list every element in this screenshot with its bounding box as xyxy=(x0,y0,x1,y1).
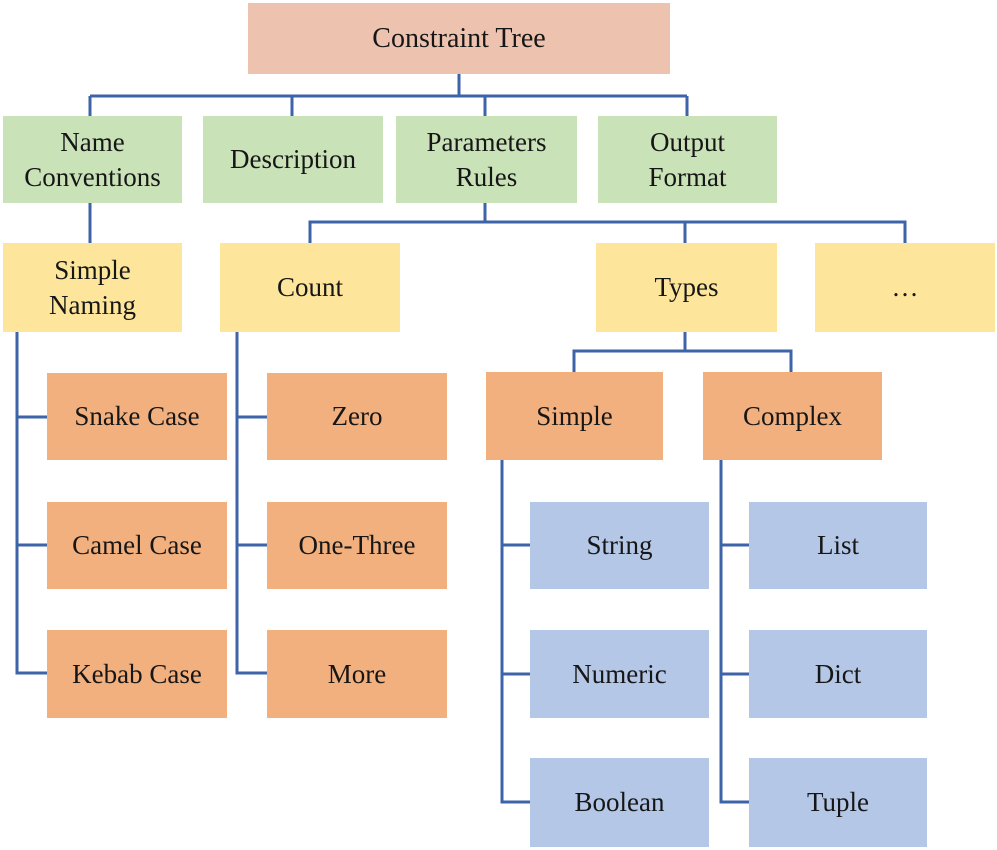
node-types-label: Types xyxy=(654,272,719,303)
node-ellipsis-label: … xyxy=(891,272,919,303)
node-camel-case-label: Camel Case xyxy=(72,530,202,561)
node-numeric: Numeric xyxy=(530,630,709,718)
node-one-three: One-Three xyxy=(267,502,447,589)
node-ellipsis: … xyxy=(815,243,995,332)
node-snake-case: Snake Case xyxy=(47,373,227,460)
connector-complex-column xyxy=(719,460,749,804)
node-more-label: More xyxy=(327,658,387,689)
connector-simple-column xyxy=(500,460,530,804)
node-count: Count xyxy=(220,243,400,332)
node-name-conventions: Name Conventions xyxy=(3,116,182,203)
node-simple-naming-label: Simple Naming xyxy=(49,254,136,320)
node-dict: Dict xyxy=(749,630,927,718)
node-boolean: Boolean xyxy=(530,758,709,847)
node-snake-case-label: Snake Case xyxy=(74,401,200,432)
node-kebab-case: Kebab Case xyxy=(47,630,227,718)
node-parameters-rules: Parameters Rules xyxy=(396,116,577,203)
node-complex-label: Complex xyxy=(743,400,842,431)
node-name-conventions-label: Name Conventions xyxy=(24,126,161,192)
node-complex: Complex xyxy=(703,372,882,460)
node-simple: Simple xyxy=(486,372,663,460)
node-string: String xyxy=(530,502,709,589)
node-simple-label: Simple xyxy=(536,400,613,431)
node-zero-label: Zero xyxy=(331,401,383,432)
node-constraint-tree: Constraint Tree xyxy=(248,3,670,74)
node-count-label: Count xyxy=(276,272,343,303)
connector-simple-naming-column xyxy=(15,332,47,675)
node-list-label: List xyxy=(816,530,859,561)
connector-parameters-bus xyxy=(308,220,907,243)
node-list: List xyxy=(749,502,927,589)
node-zero: Zero xyxy=(267,373,447,460)
node-one-three-label: One-Three xyxy=(298,530,416,561)
node-numeric-label: Numeric xyxy=(572,658,667,689)
node-types: Types xyxy=(596,243,777,332)
node-output-format: Output Format xyxy=(598,116,777,203)
node-description-label: Description xyxy=(230,144,356,175)
node-camel-case: Camel Case xyxy=(47,502,227,589)
node-boolean-label: Boolean xyxy=(574,787,665,818)
node-simple-naming: Simple Naming xyxy=(3,243,182,332)
connector-count-column xyxy=(235,332,267,675)
node-kebab-case-label: Kebab Case xyxy=(72,658,202,689)
node-output-format-label: Output Format xyxy=(648,126,727,192)
node-tuple: Tuple xyxy=(749,758,927,847)
node-dict-label: Dict xyxy=(814,658,862,689)
node-description: Description xyxy=(203,116,383,203)
node-constraint-tree-label: Constraint Tree xyxy=(372,22,546,54)
node-more: More xyxy=(267,630,447,718)
node-string-label: String xyxy=(586,530,653,561)
connector-types-bus xyxy=(572,349,793,372)
node-tuple-label: Tuple xyxy=(806,787,870,818)
node-parameters-rules-label: Parameters Rules xyxy=(426,126,547,192)
